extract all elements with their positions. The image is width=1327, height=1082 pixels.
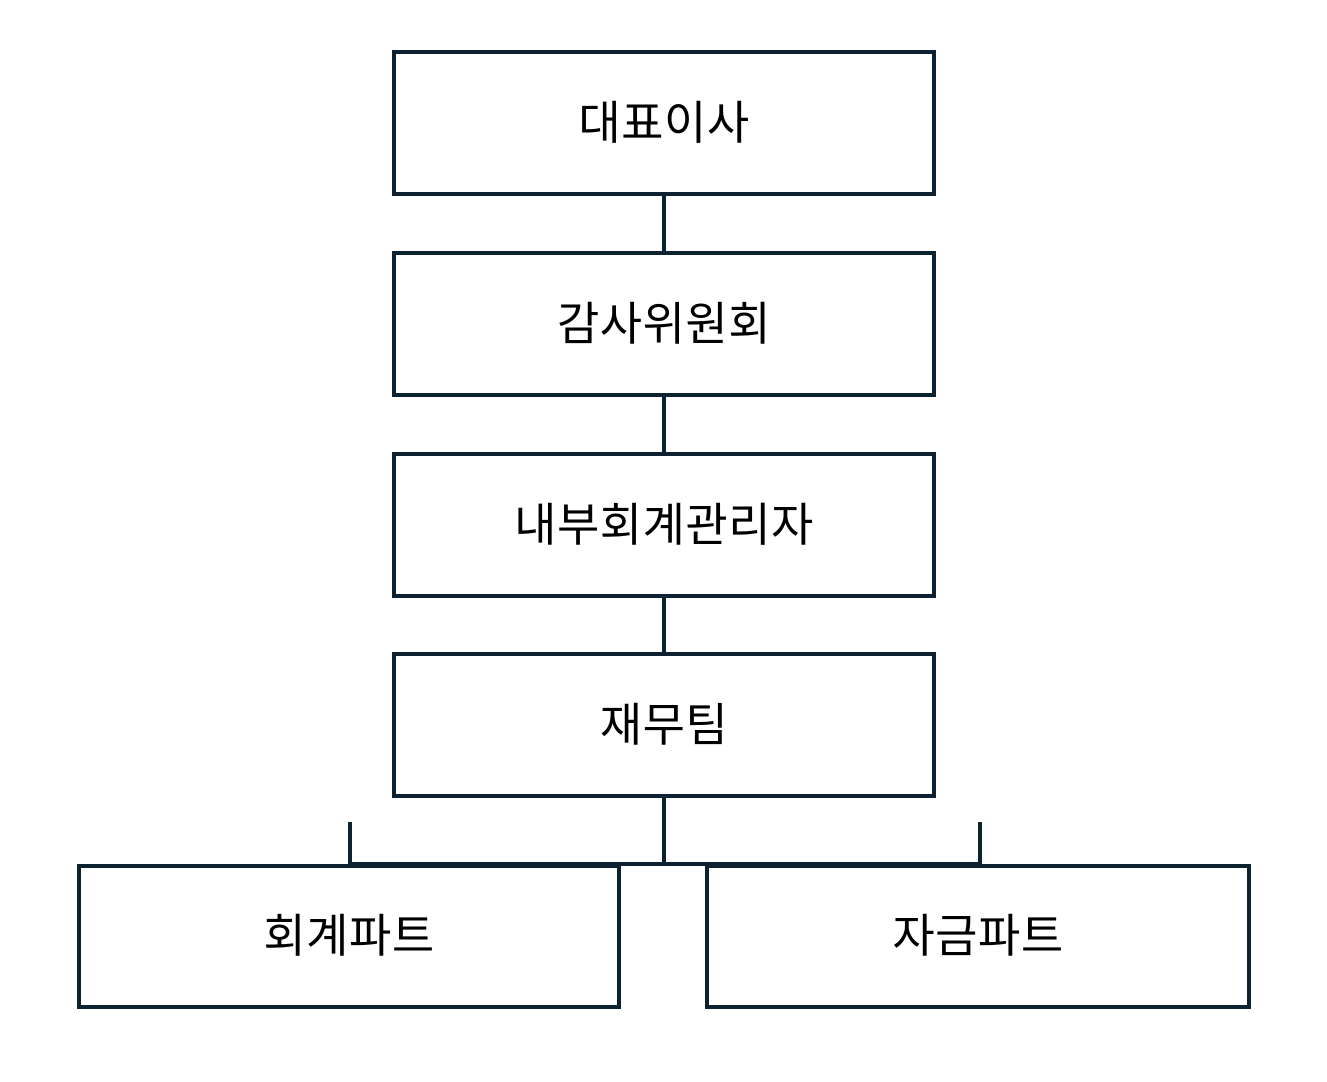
node-audit-committee-label: 감사위원회: [556, 296, 772, 351]
node-finance-team-label: 재무팀: [599, 697, 729, 752]
node-finance-team[interactable]: 재무팀: [392, 652, 936, 798]
connector-drop-to-accounting: [348, 822, 352, 866]
node-internal-accounting-manager-label: 내부회계관리자: [514, 497, 814, 552]
connector-finance-trunk: [662, 796, 666, 866]
node-ceo[interactable]: 대표이사: [392, 50, 936, 196]
connector-distributor-bar: [348, 862, 982, 866]
node-audit-committee[interactable]: 감사위원회: [392, 251, 936, 397]
node-treasury-part[interactable]: 자금파트: [705, 864, 1251, 1009]
node-accounting-part[interactable]: 회계파트: [77, 864, 621, 1009]
connector-ceo-to-audit: [662, 194, 666, 253]
node-ceo-label: 대표이사: [578, 95, 750, 150]
node-treasury-part-label: 자금파트: [892, 909, 1064, 964]
node-internal-accounting-manager[interactable]: 내부회계관리자: [392, 452, 936, 598]
connector-audit-to-manager: [662, 395, 666, 454]
connector-drop-to-treasury: [978, 822, 982, 866]
connector-manager-to-finance: [662, 596, 666, 654]
node-accounting-part-label: 회계파트: [263, 909, 435, 964]
